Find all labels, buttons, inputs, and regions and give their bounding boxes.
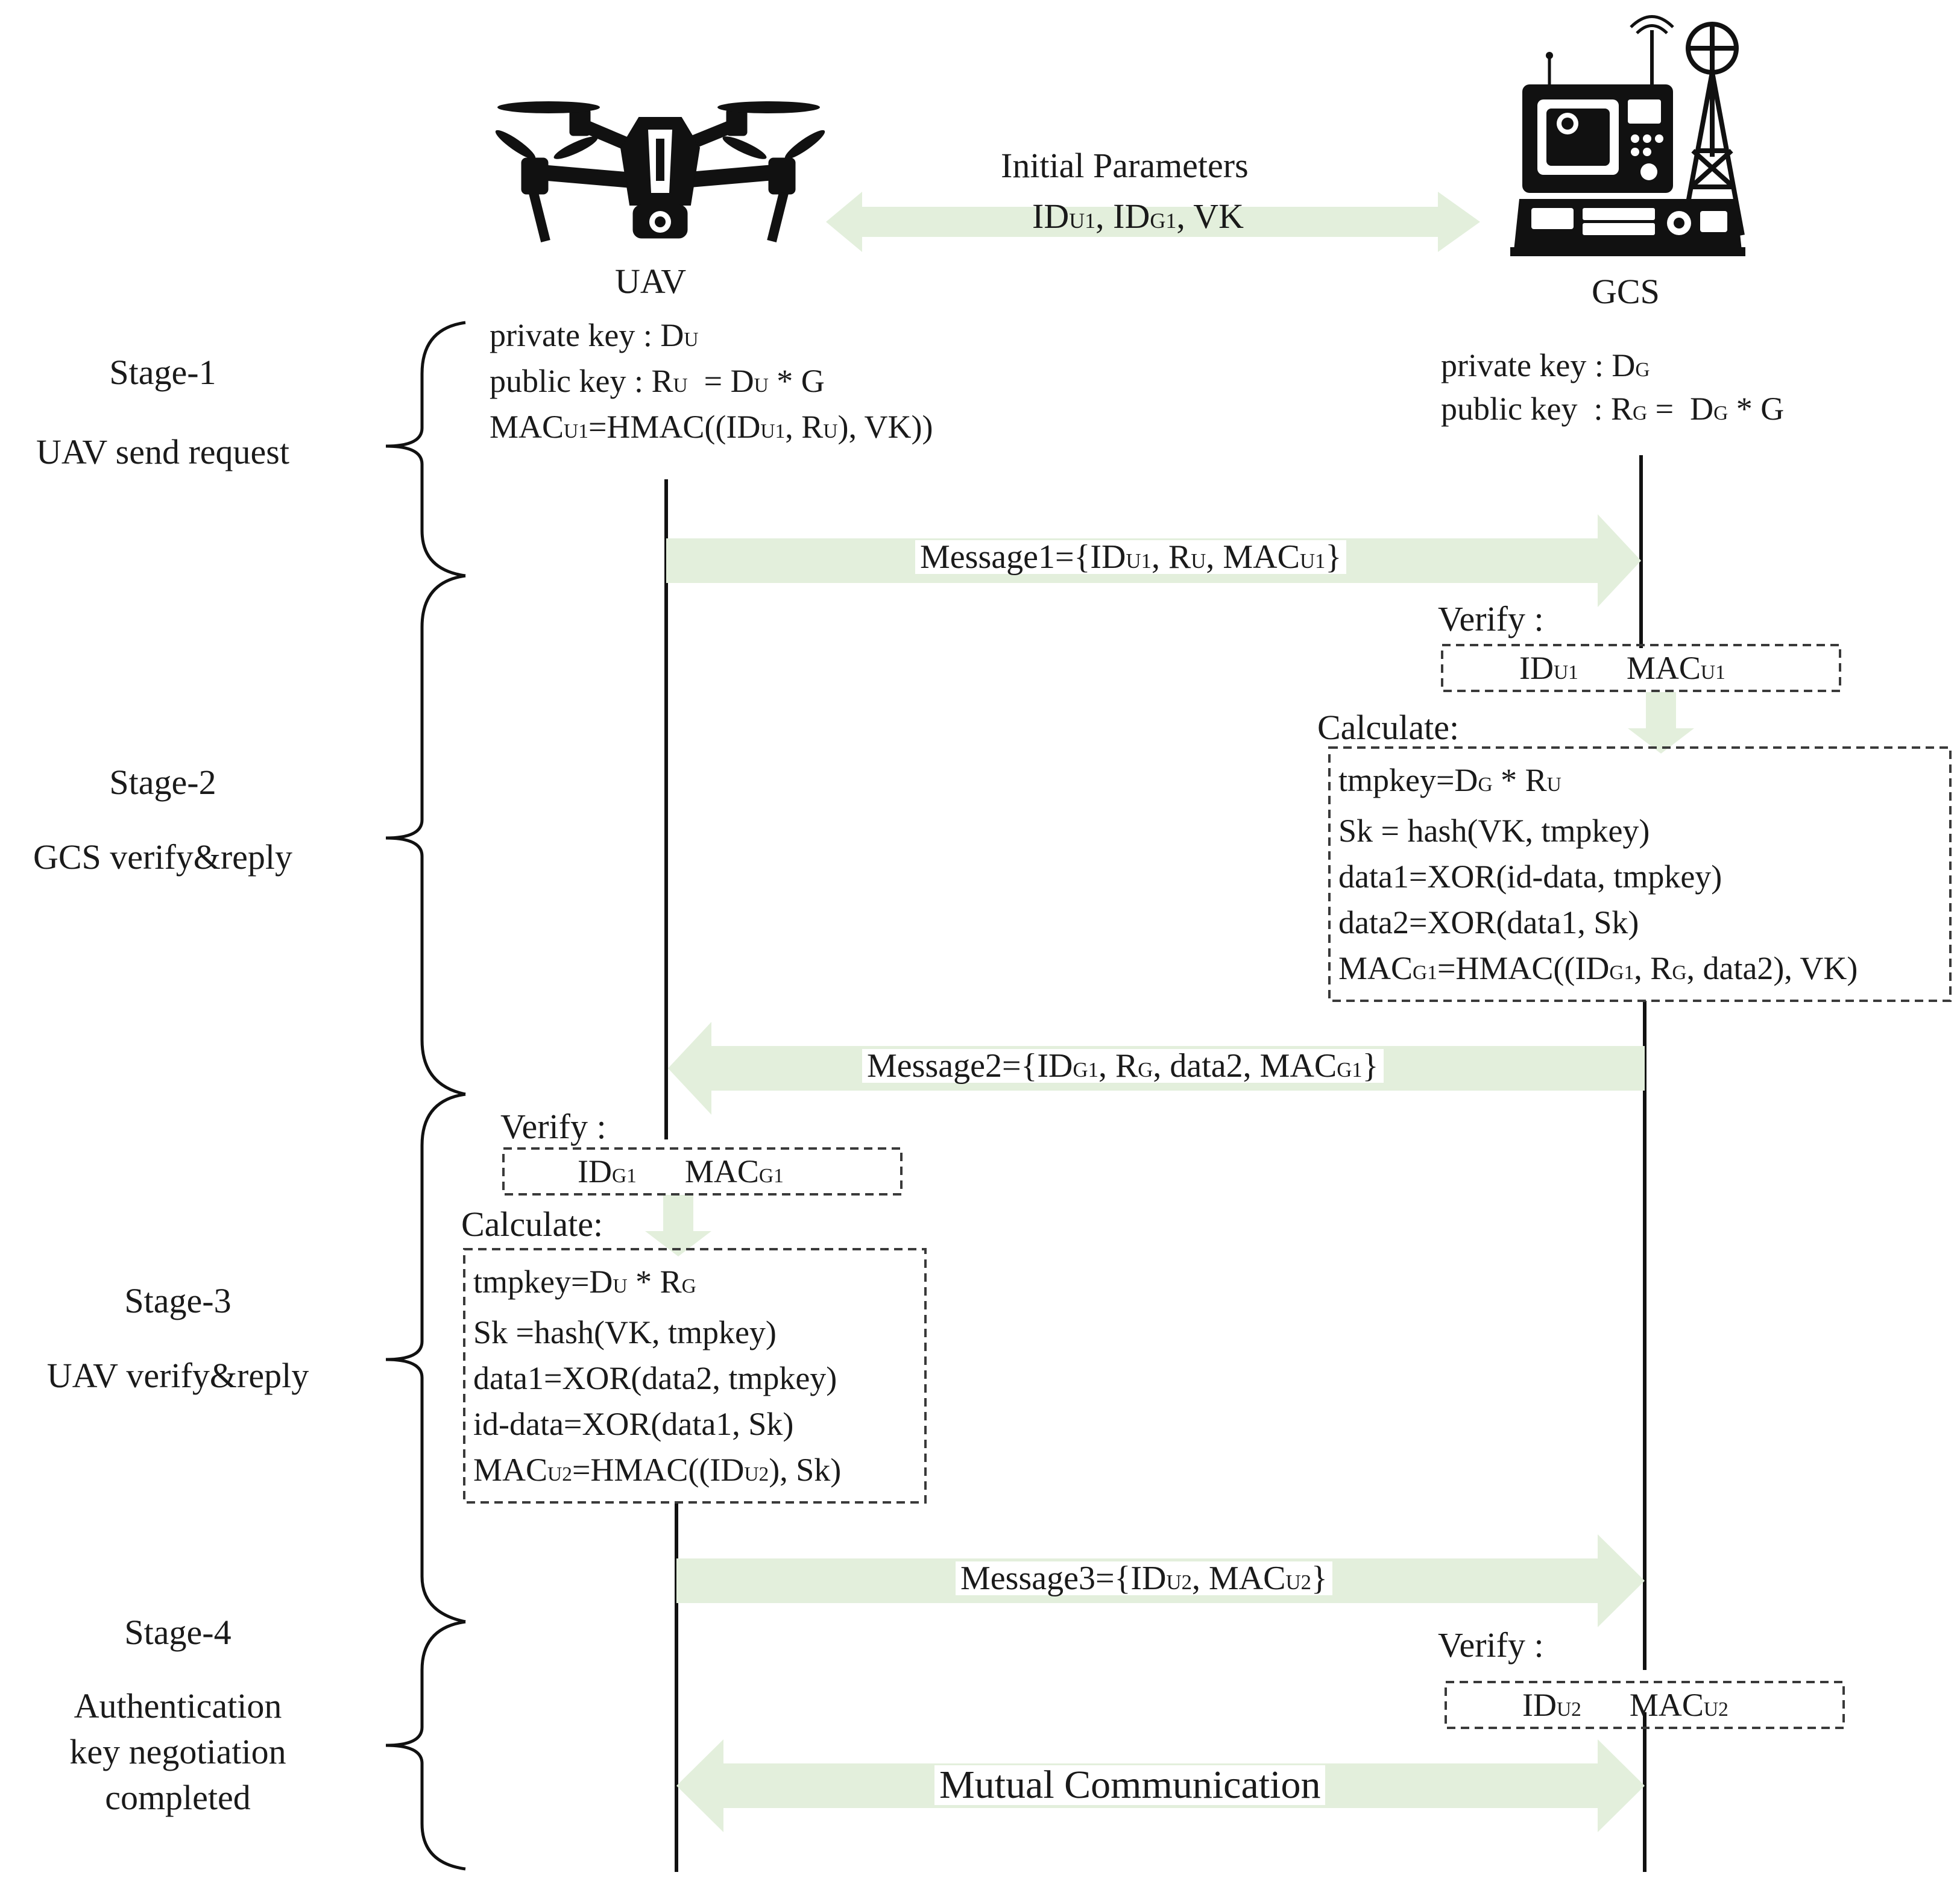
gcs-verify3-label: Verify :: [1438, 1625, 1544, 1665]
stage4-name: Stage-4: [124, 1613, 232, 1652]
gcs-lifeline: [1639, 455, 1646, 1872]
uav-verify-down-arrow: [645, 1195, 711, 1256]
uav-verify-box: [502, 1147, 903, 1196]
gcs-calculate-label: Calculate:: [1317, 708, 1460, 747]
uav-mac: MACU1=HMAC((IDU1, RU), VK)): [490, 409, 933, 445]
stage-braces: [385, 321, 466, 1871]
message2-label: Message2={IDG1, RG, data2, MACG1}: [862, 1049, 1384, 1083]
stage3-label: Stage-3 UAV verify&reply: [24, 1278, 332, 1399]
uav-calc-line: id-data=XOR(data1, Sk): [473, 1406, 794, 1442]
initial-parameters-title: Initial Parameters: [1001, 146, 1249, 185]
stage4-brace: [385, 1620, 466, 1871]
gcs-public-key: public key : RG = DG * G: [1441, 391, 1785, 427]
uav-public-key: public key : RU = DU * G: [490, 363, 825, 399]
stage1-brace: [385, 321, 466, 578]
uav-calc-lines: tmpkey=DU * RG Sk =hash(VK, tmpkey) data1=…: [473, 1259, 841, 1498]
stage3-description: UAV verify&reply: [46, 1356, 309, 1395]
uav-calc-line: data1=XOR(data2, tmpkey): [473, 1360, 837, 1396]
stage3-name: Stage-3: [124, 1281, 232, 1320]
mutual-communication-label: Mutual Communication: [934, 1765, 1326, 1805]
stage1-name: Stage-1: [109, 353, 216, 392]
uav-calc-line: MACU2=HMAC((IDU2), Sk): [473, 1452, 842, 1488]
uav-private-key: private key : DU: [490, 317, 699, 353]
stage2-label: Stage-2 GCS verify&reply: [12, 760, 314, 880]
gcs-private-key: private key : DG: [1441, 347, 1650, 383]
uav-label: UAV: [615, 262, 687, 301]
uav-calc-line: tmpkey=DU * RG: [473, 1264, 696, 1300]
drone-icon: [495, 101, 825, 242]
gcs-label: GCS: [1592, 272, 1660, 311]
gcs-calc-line: Sk = hash(VK, tmpkey): [1338, 813, 1650, 849]
initial-parameters-values: IDU1, IDG1, VK: [1032, 197, 1244, 236]
ground-station-icon: [1510, 15, 1745, 256]
message1-label: Message1={IDU1, RU, MACU1}: [915, 540, 1347, 574]
gcs-verify-label: Verify :: [1438, 599, 1544, 638]
gcs-calc-line: MACG1=HMAC((IDG1, RG, data2), VK): [1338, 950, 1858, 986]
stage4-description-line3: completed: [105, 1778, 251, 1817]
stage4-label: Stage-4 Authentication key negotiation c…: [24, 1610, 332, 1821]
uav-verify-label: Verify :: [500, 1107, 607, 1146]
stage4-description-line2: key negotiation: [69, 1732, 286, 1771]
gcs-verify-box: [1441, 644, 1841, 692]
uav-calc-line: Sk =hash(VK, tmpkey): [473, 1314, 777, 1350]
uav-calculate-label: Calculate:: [461, 1205, 603, 1244]
message3-label: Message3={IDU2, MACU2}: [956, 1561, 1332, 1595]
initial-parameters-arrow: [826, 192, 1480, 252]
stage2-brace: [385, 574, 466, 1096]
gcs-calc-lines: tmpkey=DG * RU Sk = hash(VK, tmpkey) data1…: [1338, 757, 1858, 996]
stage1-description: UAV send request: [36, 432, 289, 471]
stage2-name: Stage-2: [109, 763, 216, 802]
gcs-calc-line: data1=XOR(id-data, tmpkey): [1338, 859, 1722, 895]
stage4-description-line1: Authentication: [74, 1686, 282, 1725]
gcs-verify-down-arrow: [1628, 692, 1694, 754]
stage2-description: GCS verify&reply: [33, 837, 293, 877]
gcs-verify3-box: [1445, 1681, 1845, 1729]
stage1-label: Stage-1 UAV send request: [24, 350, 301, 475]
uav-calc-box: [463, 1248, 927, 1504]
gcs-calc-box: [1328, 746, 1952, 1002]
gcs-calc-line: data2=XOR(data1, Sk): [1338, 904, 1639, 940]
gcs-calc-line: tmpkey=DG * RU: [1338, 762, 1561, 798]
stage3-brace: [385, 1092, 466, 1624]
